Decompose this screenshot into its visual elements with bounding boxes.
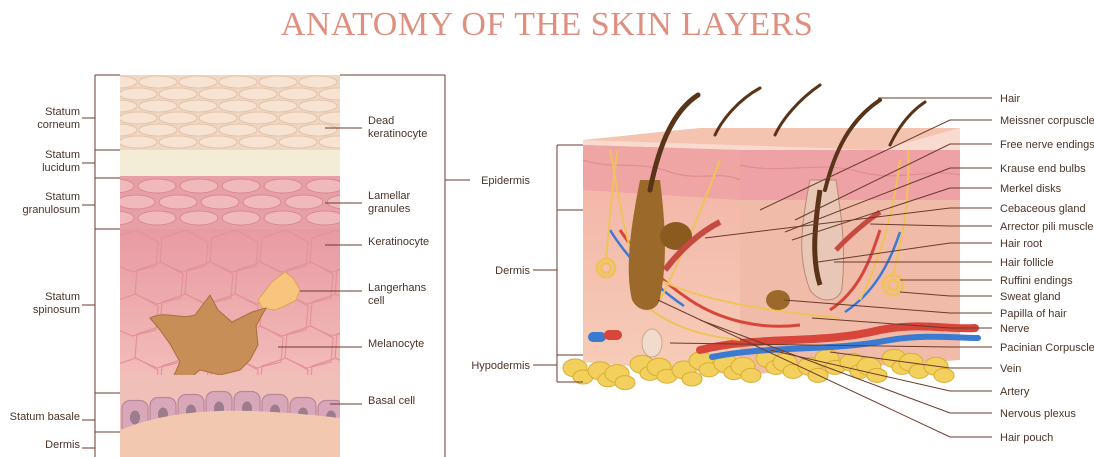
structure-label-pacinian-corpuscle: Pacinian Corpuscle	[1000, 342, 1094, 354]
lucidum-layer	[120, 150, 340, 178]
structure-label-ruffini-endings: Ruffini endings	[1000, 275, 1073, 287]
cell-label-basal-cell: Basal cell	[368, 395, 415, 407]
skin-block-illustration	[563, 85, 978, 390]
structure-label-krause-end-bulbs: Krause end bulbs	[1000, 163, 1086, 175]
block-label-hypodermis: Hypodermis	[471, 360, 530, 372]
structure-label-arrector-pili-muscle: Arrector pili muscle	[1000, 221, 1094, 233]
structure-label-hair-root: Hair root	[1000, 238, 1042, 250]
structure-label-meissner-corpuscle: Meissner corpuscle	[1000, 115, 1094, 127]
structure-label-cebaceous-gland: Cebaceous gland	[1000, 203, 1086, 215]
structure-label-hair: Hair	[1000, 93, 1021, 105]
block-label-epidermis: Epidermis	[481, 175, 530, 187]
structure-label-nerve: Nerve	[1000, 323, 1029, 335]
structure-label-papilla-of-hair: Papilla of hair	[1000, 308, 1067, 320]
layer-label-dermis: Dermis	[45, 439, 80, 451]
cell-label-melanocyte: Melanocyte	[368, 338, 424, 350]
structure-label-vein: Vein	[1000, 363, 1021, 375]
left-layer-bracket	[95, 75, 120, 457]
cell-label-keratinocyte: Keratinocyte	[368, 236, 429, 248]
pacinian-corpuscle	[642, 329, 662, 357]
structure-label-artery: Artery	[1000, 386, 1030, 398]
block-layer-bracket	[533, 145, 583, 382]
structure-label-sweat-gland: Sweat gland	[1000, 291, 1061, 303]
layer-label-statum-basale: Statum basale	[10, 411, 80, 423]
structure-label-nervous-plexus: Nervous plexus	[1000, 408, 1076, 420]
hair-follicle-small	[802, 180, 844, 300]
structure-label-merkel-disks: Merkel disks	[1000, 183, 1062, 195]
block-label-dermis: Dermis	[495, 265, 530, 277]
structure-label-hair-pouch: Hair pouch	[1000, 432, 1053, 444]
structure-label-free-nerve-endings: Free nerve endings	[1000, 139, 1094, 151]
structure-label-hair-follicle: Hair follicle	[1000, 257, 1054, 269]
cell-layer-illustration	[96, 75, 383, 457]
